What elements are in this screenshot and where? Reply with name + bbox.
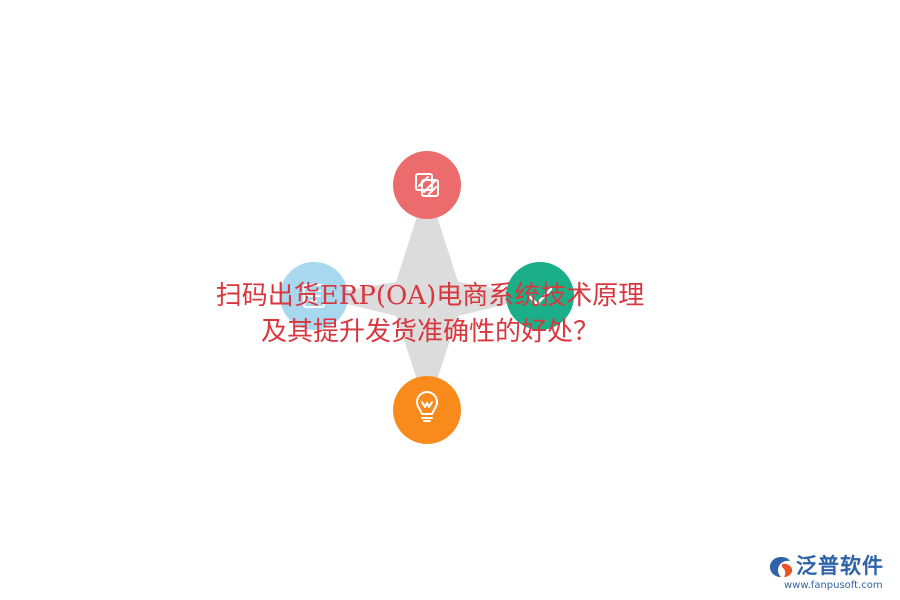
top-node-circle [393, 151, 461, 219]
brand-watermark: 泛普软件 www.fanpusoft.com [768, 553, 894, 593]
brand-url: www.fanpusoft.com [784, 580, 883, 591]
bottom-node [393, 376, 461, 444]
check-icon [528, 287, 553, 306]
title-line-1: 扫码出货ERP(OA)电商系统技术原理 [215, 281, 645, 311]
right-node [506, 262, 574, 330]
bottom-node-circle [393, 376, 461, 444]
diagram-title: 扫码出货ERP(OA)电商系统技术原理 及其提升发货准确性的好处？ [150, 278, 710, 350]
brand-name: 泛普软件 [796, 554, 884, 578]
right-node-circle [506, 262, 574, 330]
title-line-2: 及其提升发货准确性的好处？ [260, 317, 599, 347]
lightbulb-icon [416, 391, 438, 422]
striped-square-icon [415, 173, 439, 197]
document-icon [303, 284, 325, 308]
star-connector-shape [314, 185, 540, 410]
left-node [280, 262, 348, 330]
top-node [393, 151, 461, 219]
brand-logo-icon [770, 557, 793, 577]
